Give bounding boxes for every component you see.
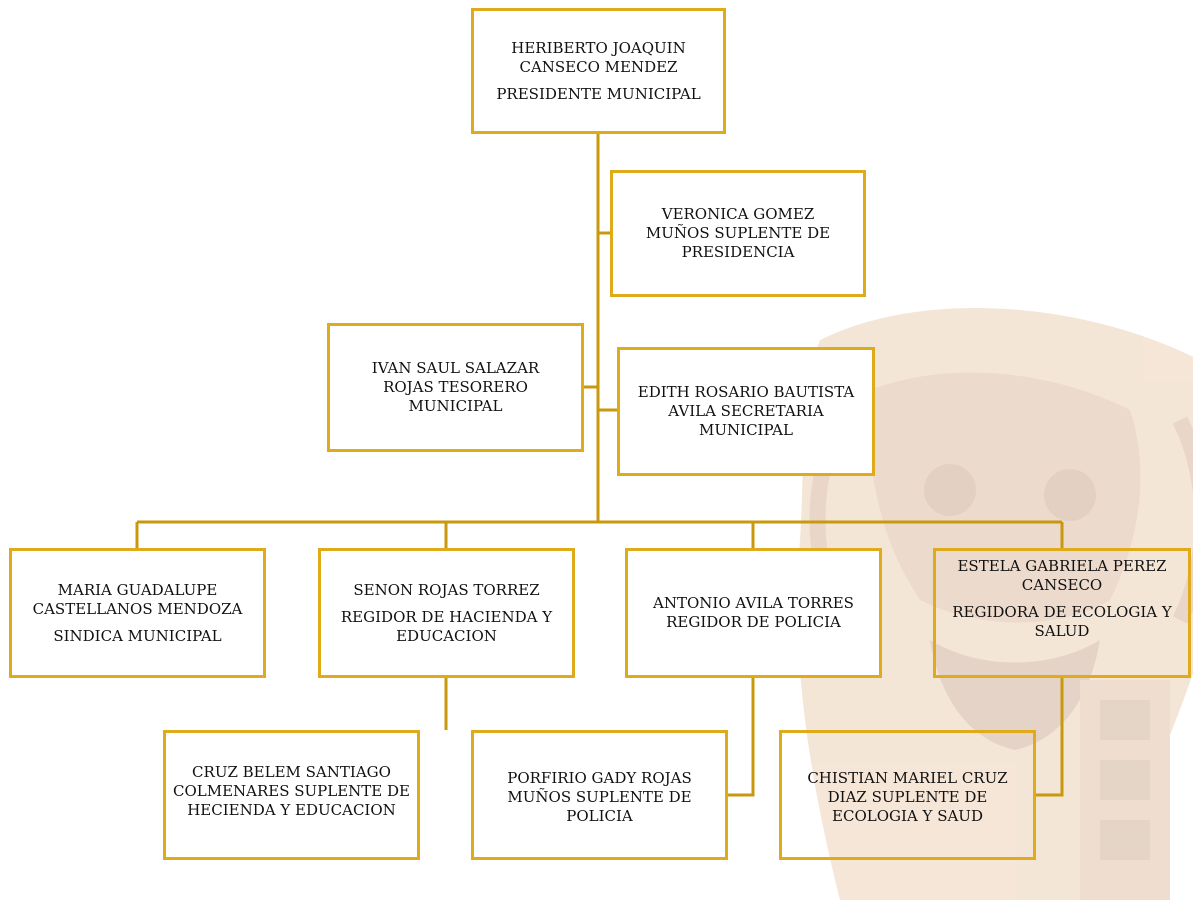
sindica-box: MARIA GUADALUPE CASTELLANOS MENDOZA SIND… [9, 548, 266, 678]
regidora-ecologia-name: ESTELA GABRIELA PEREZ CANSECO [957, 557, 1167, 594]
suplente-presidencia-text: VERONICA GOMEZ MUÑOS SUPLENTE DE PRESIDE… [645, 205, 831, 261]
regidor-hacienda-name: SENON ROJAS TORREZ [353, 580, 540, 599]
suplente-hacienda-box: CRUZ BELEM SANTIAGO COLMENARES SUPLENTE … [163, 730, 420, 860]
regidor-hacienda-role: REGIDOR DE HACIENDA Y EDUCACION [340, 607, 553, 645]
link-suplente-ecologia [1035, 678, 1064, 797]
president-role: PRESIDENTE MUNICIPAL [496, 84, 701, 103]
regidora-ecologia-role: REGIDORA DE ECOLOGIA Y SALUD [952, 603, 1172, 640]
president-name: HERIBERTO JOAQUIN CANSECO MENDEZ [511, 38, 686, 76]
sindica-role: SINDICA MUNICIPAL [53, 626, 222, 645]
suplente-policia-text: PORFIRIO GADY ROJAS MUÑOS SUPLENTE DE PO… [507, 769, 692, 825]
president-box: HERIBERTO JOAQUIN CANSECO MENDEZ PRESIDE… [471, 8, 726, 134]
regidor-policia-box: ANTONIO AVILA TORRES REGIDOR DE POLICIA [625, 548, 882, 678]
secretaria-box: EDITH ROSARIO BAUTISTA AVILA SECRETARIA … [617, 347, 875, 476]
suplente-hacienda-text: CRUZ BELEM SANTIAGO COLMENARES SUPLENTE … [172, 763, 411, 819]
suplente-presidencia-box: VERONICA GOMEZ MUÑOS SUPLENTE DE PRESIDE… [610, 170, 866, 297]
regidor-hacienda-box: SENON ROJAS TORREZ REGIDOR DE HACIENDA Y… [318, 548, 575, 678]
suplente-ecologia-text: CHISTIAN MARIEL CRUZ DIAZ SUPLENTE DE EC… [807, 769, 1008, 825]
secretaria-text: EDITH ROSARIO BAUTISTA AVILA SECRETARIA … [637, 383, 855, 439]
suplente-policia-box: PORFIRIO GADY ROJAS MUÑOS SUPLENTE DE PO… [471, 730, 728, 860]
link-suplente-policia [727, 678, 755, 797]
regidor-policia-text: ANTONIO AVILA TORRES REGIDOR DE POLICIA [653, 594, 854, 631]
tesorero-box: IVAN SAUL SALAZAR ROJAS TESORERO MUNICIP… [327, 323, 584, 452]
tesorero-text: IVAN SAUL SALAZAR ROJAS TESORERO MUNICIP… [371, 359, 540, 415]
sindica-name: MARIA GUADALUPE CASTELLANOS MENDOZA [32, 580, 243, 618]
suplente-ecologia-box: CHISTIAN MARIEL CRUZ DIAZ SUPLENTE DE EC… [779, 730, 1036, 860]
regidora-ecologia-box: ESTELA GABRIELA PEREZ CANSECO REGIDORA D… [933, 548, 1191, 678]
